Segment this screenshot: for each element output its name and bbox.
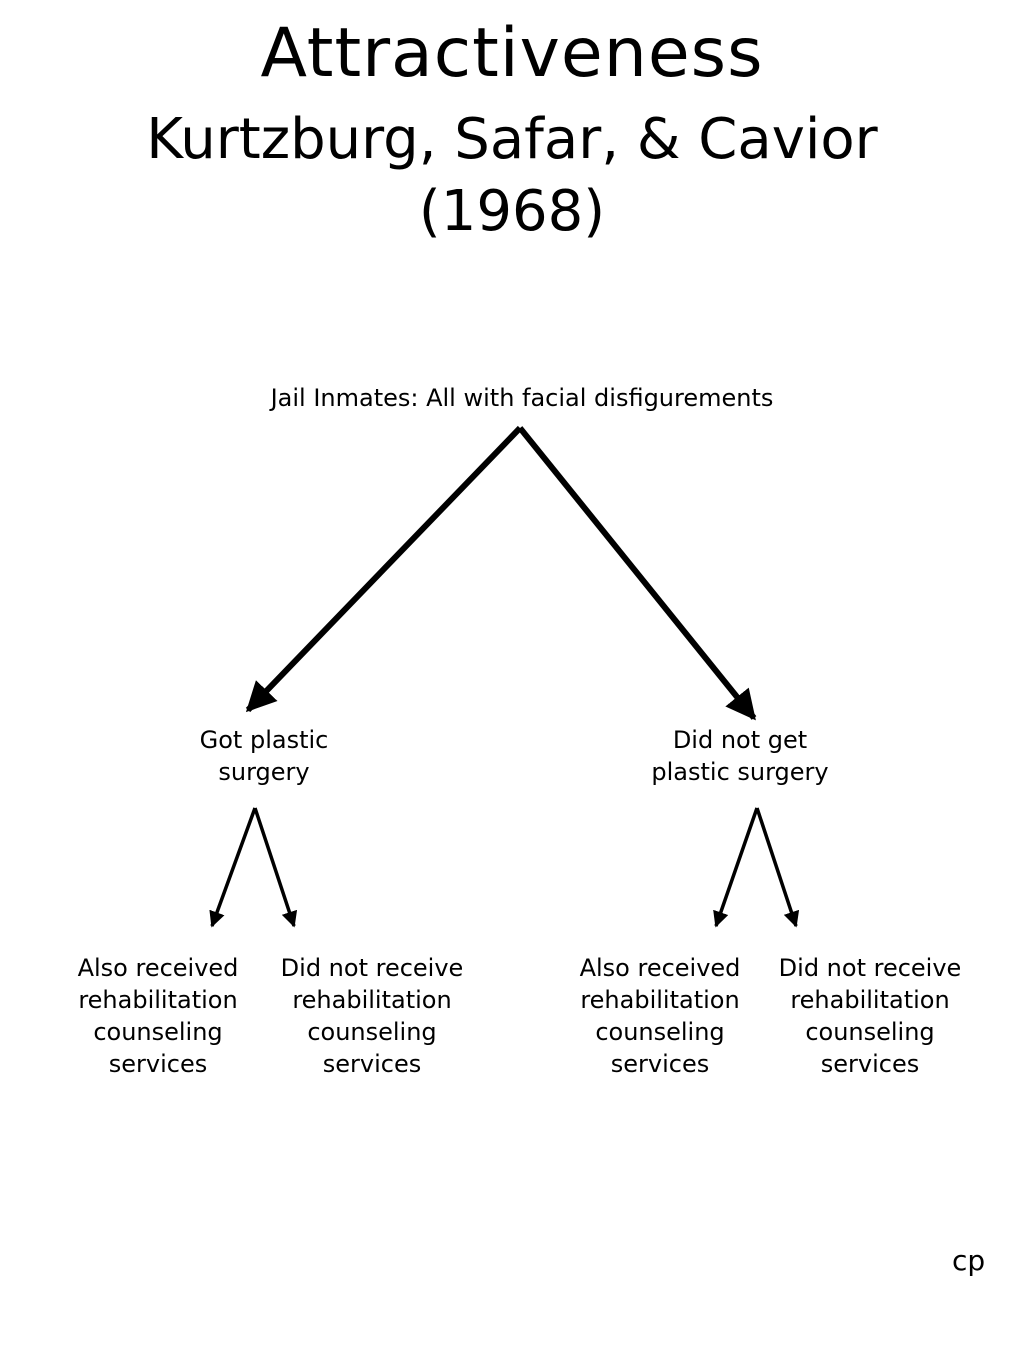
slide-title: Attractiveness (260, 14, 764, 93)
node-surgery-did-not-receive-counseling: Did not receive rehabilitation counselin… (270, 952, 474, 1080)
node-line: Got plastic (199, 726, 329, 754)
node-line: counseling (307, 1018, 437, 1046)
node-line: services (820, 1050, 920, 1078)
footer-initials: cp (952, 1244, 986, 1277)
node-surgery-also-received-counseling: Also received rehabilitation counseling … (58, 952, 258, 1080)
node-line: services (322, 1050, 422, 1078)
node-line: rehabilitation (292, 986, 452, 1014)
node-line: rehabilitation (78, 986, 238, 1014)
node-root-jail-inmates: Jail Inmates: All with facial disfigurem… (270, 384, 774, 412)
arrow-surgery-to-counseling (209, 807, 257, 928)
node-line: Did not receive (280, 954, 464, 982)
node-line: counseling (595, 1018, 725, 1046)
arrow-root-to-surgery (245, 425, 523, 713)
node-no-surgery-also-received-counseling: Also received rehabilitation counseling … (560, 952, 760, 1080)
node-line: rehabilitation (790, 986, 950, 1014)
arrow-surgery-to-no-counseling (253, 807, 298, 928)
node-did-not-get-plastic-surgery: Did not get plastic surgery (620, 724, 860, 788)
node-line: counseling (93, 1018, 223, 1046)
arrow-no-surgery-to-counseling (713, 807, 759, 928)
node-line: surgery (218, 758, 310, 786)
node-line: counseling (805, 1018, 935, 1046)
node-line: Also received (77, 954, 239, 982)
slide-subtitle-authors: Kurtzburg, Safar, & Cavior (146, 107, 878, 172)
arrow-root-to-no-surgery (517, 426, 757, 721)
slide-subtitle-year: (1968) (418, 179, 606, 244)
node-line: services (610, 1050, 710, 1078)
arrow-no-surgery-to-no-counseling (755, 807, 800, 928)
node-got-plastic-surgery: Got plastic surgery (164, 724, 364, 788)
node-line: services (108, 1050, 208, 1078)
node-line: Did not receive (778, 954, 962, 982)
node-no-surgery-did-not-receive-counseling: Did not receive rehabilitation counselin… (768, 952, 972, 1080)
node-line: plastic surgery (651, 758, 829, 786)
node-line: rehabilitation (580, 986, 740, 1014)
node-line: Also received (579, 954, 741, 982)
node-line: Did not get (672, 726, 808, 754)
